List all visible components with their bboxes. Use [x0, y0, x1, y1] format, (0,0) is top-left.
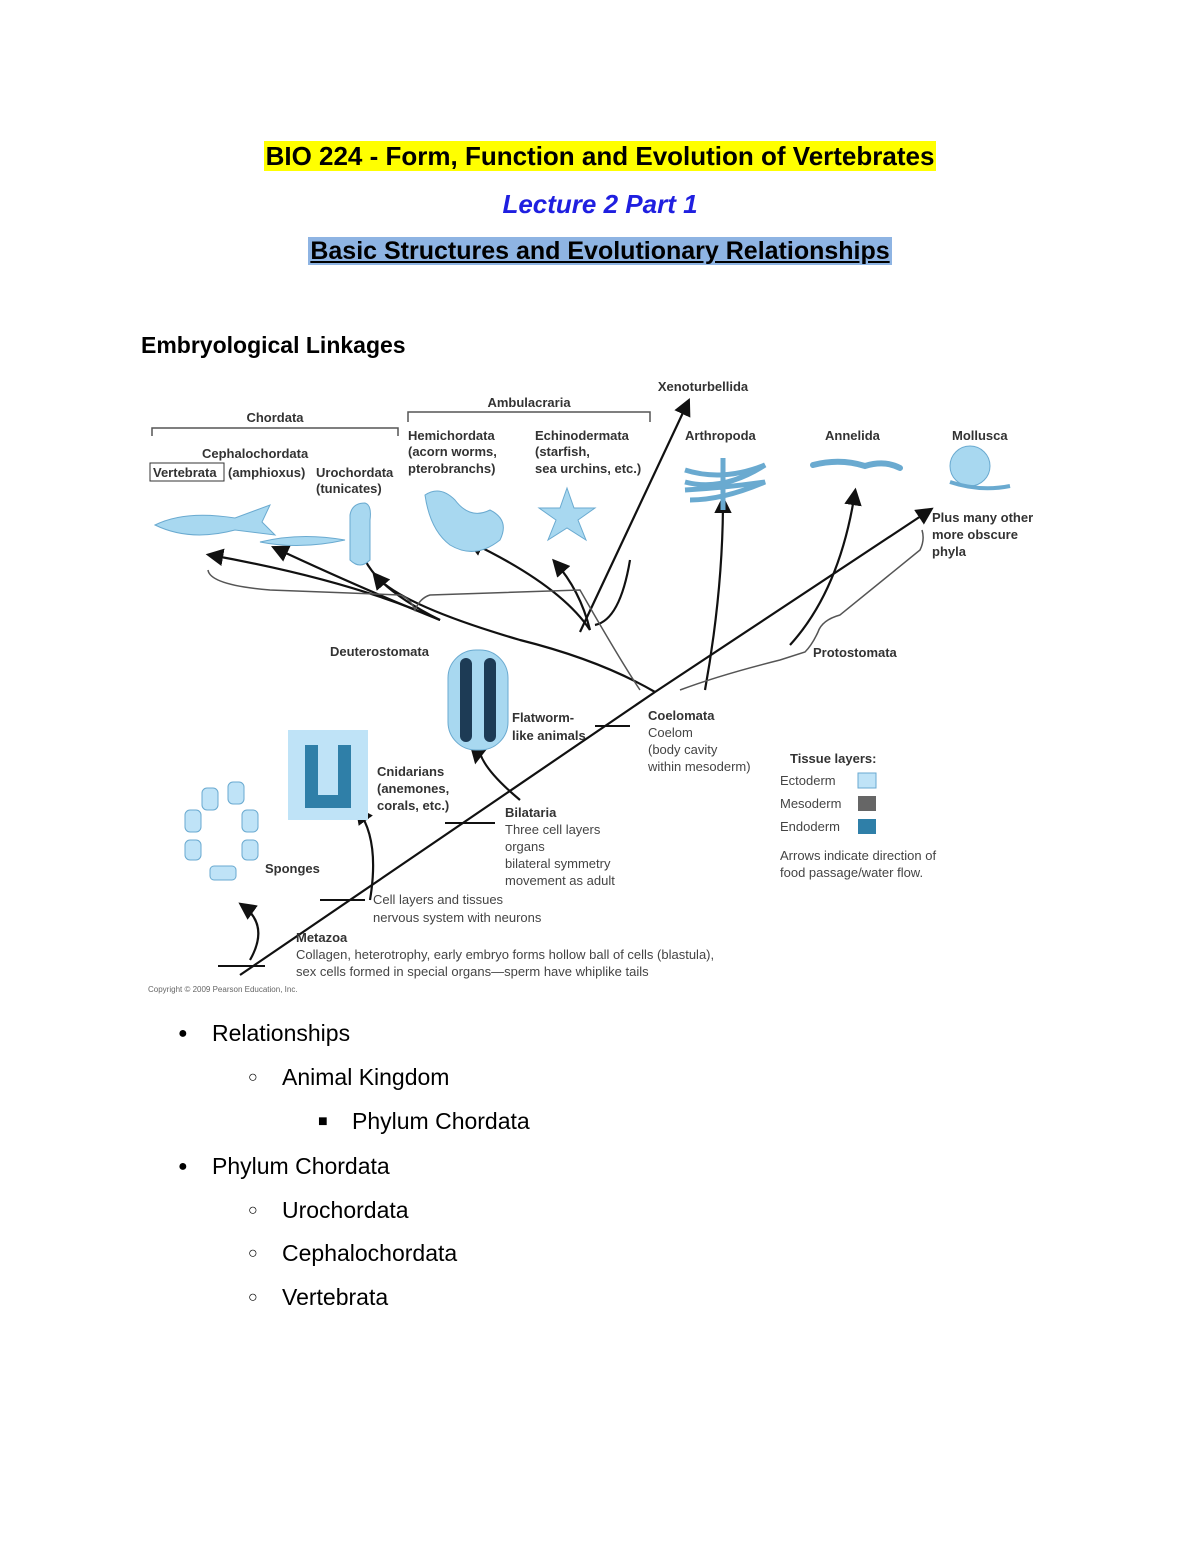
bullet-circle-icon: ○ [248, 1288, 258, 1306]
label-echino-desc2: sea urchins, etc.) [535, 461, 641, 476]
starfish-icon [537, 486, 597, 542]
copyright-text: Copyright © 2009 Pearson Education, Inc. [148, 985, 298, 994]
list-item: ○Vertebrata [248, 1284, 389, 1310]
label-plus-many1: Plus many other [932, 510, 1033, 525]
sponge-icon [184, 781, 259, 881]
legend-title: Tissue layers: [790, 751, 876, 766]
tissue-legend: Tissue layers: Ectoderm Mesoderm Endoder… [780, 751, 936, 880]
vertebrata-box [149, 462, 225, 482]
list-item: ○Urochordata [248, 1197, 409, 1223]
bullet-circle-icon: ○ [248, 1068, 258, 1086]
label-hemi-desc2: pterobranchs) [408, 461, 495, 476]
label-chordata: Chordata [246, 410, 304, 425]
list-item: ●Phylum Chordata [178, 1153, 390, 1179]
trunk-ticks [218, 725, 630, 967]
bullet-disc-icon: ● [178, 1157, 188, 1175]
label-hemi-desc1: (acorn worms, [408, 444, 497, 459]
flatworm-icon [447, 649, 509, 751]
bullet-circle-icon: ○ [248, 1244, 258, 1262]
label-cephalochordata: Cephalochordata [202, 446, 309, 461]
label-cnidarians3: corals, etc.) [377, 798, 449, 813]
amphioxus-icon [259, 535, 346, 547]
label-hemichordata: Hemichordata [408, 428, 495, 443]
list-item: ●Relationships [178, 1020, 351, 1046]
label-echinodermata: Echinodermata [535, 428, 630, 443]
label-annelida: Annelida [825, 428, 881, 443]
bullet-square-icon: ■ [318, 1112, 328, 1130]
label-bil2: organs [505, 839, 545, 854]
tunicate-icon [349, 502, 371, 566]
label-plus-many2: more obscure [932, 527, 1018, 542]
label-bilataria: Bilataria [505, 805, 557, 820]
label-tunicates: (tunicates) [316, 481, 382, 496]
label-meta2: sex cells formed in special organs—sperm… [296, 964, 649, 979]
label-cell2: nervous system with neurons [373, 910, 542, 925]
lecture-title: Lecture 2 Part 1 [502, 189, 698, 219]
label-deuterostomata: Deuterostomata [330, 644, 430, 659]
label-coelomata: Coelomata [648, 708, 715, 723]
legend-endoderm: Endoderm [780, 819, 840, 834]
label-xenoturbellida: Xenoturbellida [658, 379, 749, 394]
label-cnidarians1: Cnidarians [377, 764, 444, 779]
vertebrate-fish-icon [153, 504, 277, 536]
label-bil3: bilateral symmetry [505, 856, 611, 871]
label-vertebrata: Vertebrata [153, 465, 217, 480]
label-cnidarians2: (anemones, [377, 781, 449, 796]
label-ambulacraria: Ambulacraria [487, 395, 571, 410]
legend-arrows1: Arrows indicate direction of [780, 848, 936, 863]
list-item: ○Cephalochordata [248, 1240, 458, 1266]
label-sponges: Sponges [265, 861, 320, 876]
dragonfly-icon [684, 458, 767, 510]
label-cell1: Cell layers and tissues [373, 892, 504, 907]
label-mollusca: Mollusca [952, 428, 1008, 443]
ectoderm-swatch [857, 772, 877, 789]
snail-icon [949, 445, 991, 487]
label-flatworm2: like animals [512, 728, 586, 743]
acorn-worm-icon [424, 490, 504, 552]
bullet-disc-icon: ● [178, 1024, 188, 1042]
label-flatworm1: Flatworm- [512, 710, 574, 725]
mesoderm-swatch [858, 796, 876, 811]
label-bil4: movement as adult [505, 873, 615, 888]
section-heading: Embryological Linkages [141, 332, 406, 358]
label-coelom3: within mesoderm) [647, 759, 751, 774]
list-item: ■Phylum Chordata [318, 1108, 530, 1134]
legend-mesoderm: Mesoderm [780, 796, 841, 811]
label-metazoa: Metazoa [296, 930, 348, 945]
label-meta1: Collagen, heterotrophy, early embryo for… [296, 947, 714, 962]
label-echino-desc1: (starfish, [535, 444, 590, 459]
endoderm-swatch [858, 819, 876, 834]
label-coelom2: (body cavity [648, 742, 718, 757]
label-plus-many3: phyla [932, 544, 967, 559]
group-brackets [151, 411, 924, 691]
bullet-circle-icon: ○ [248, 1201, 258, 1219]
annelid-icon [810, 458, 903, 471]
label-protostomata: Protostomata [813, 645, 898, 660]
course-title: BIO 224 - Form, Function and Evolution o… [263, 141, 937, 171]
list-item: ○Animal Kingdom [248, 1064, 450, 1090]
label-arthropoda: Arthropoda [685, 428, 757, 443]
organism-illustrations [153, 445, 1011, 881]
topic-title: Basic Structures and Evolutionary Relati… [308, 237, 892, 265]
legend-arrows2: food passage/water flow. [780, 865, 923, 880]
label-amphioxus: (amphioxus) [228, 465, 305, 480]
label-urochordata: Urochordata [316, 465, 394, 480]
label-coelom1: Coelom [648, 725, 693, 740]
legend-ectoderm: Ectoderm [780, 773, 836, 788]
label-bil1: Three cell layers [505, 822, 601, 837]
phylogeny-figure: Chordata Ambulacraria Xenoturbellida Cep… [148, 379, 1033, 994]
